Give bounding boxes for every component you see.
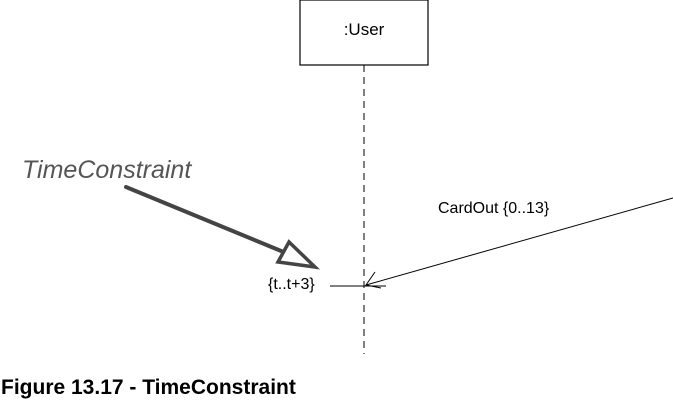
message-line [365,197,673,286]
annotation-hollow-arrowhead [275,239,321,270]
annotation-pointer-line [124,185,288,255]
figure-caption: Figure 13.17 - TimeConstraint [1,376,296,399]
lifeline-label: :User [343,20,385,39]
message-label: CardOut {0..13} [438,200,550,217]
constraint-label: {t..t+3} [268,276,315,293]
annotation-label: TimeConstraint [22,156,192,184]
lifeline-head-box [299,0,429,66]
message-open-arrowhead [365,271,382,289]
